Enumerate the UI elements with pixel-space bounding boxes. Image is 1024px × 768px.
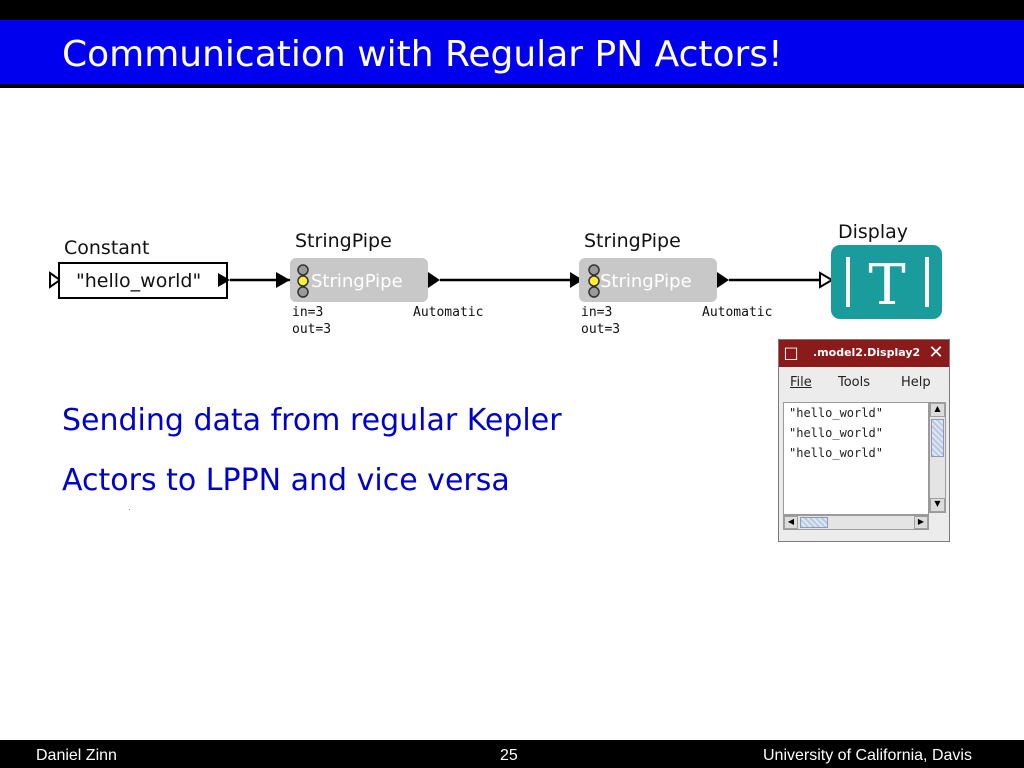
pipe2-in-count: in=3 — [581, 305, 612, 320]
pipe1-inner-label: StringPipe — [311, 271, 403, 292]
output-line: "hello_world" — [789, 406, 883, 420]
pipe2-input-port — [570, 272, 583, 288]
pipe2-label: StringPipe — [584, 230, 681, 252]
constant-label: Constant — [64, 237, 149, 259]
footer-author: Daniel Zinn — [36, 747, 117, 764]
pipe1-led-top — [297, 264, 309, 276]
output-textarea[interactable]: "hello_world" "hello_world" "hello_world… — [783, 402, 929, 515]
window-title: .model2.Display2 — [813, 346, 921, 359]
menu-file[interactable]: File — [790, 375, 812, 390]
pipe2-channel: Automatic — [702, 305, 772, 320]
window-menubar: File Tools Help — [779, 368, 949, 396]
constant-output-port — [218, 273, 230, 287]
footer-affiliation: University of California, Davis — [763, 747, 972, 764]
display-right-bar — [925, 257, 929, 307]
pipe2-led-bottom — [588, 286, 600, 298]
horizontal-scroll-thumb[interactable] — [800, 517, 828, 528]
pipe1-channel: Automatic — [413, 305, 483, 320]
page-number: 25 — [500, 747, 518, 764]
scroll-down-icon[interactable]: ▼ — [930, 498, 945, 512]
title-bar — [0, 0, 1024, 88]
body-line-2: Actors to LPPN and vice versa — [62, 463, 510, 498]
constant-input-port — [49, 271, 62, 289]
pipe2-led-mid — [588, 275, 600, 287]
pipe1-in-count: in=3 — [292, 305, 323, 320]
output-line: "hello_world" — [789, 446, 883, 460]
body-line-1: Sending data from regular Kepler — [62, 403, 562, 438]
horizontal-scrollbar[interactable]: ◀ ▶ — [783, 515, 929, 530]
vertical-scrollbar[interactable]: ▲ ▼ — [929, 402, 946, 513]
stray-dot — [129, 509, 130, 510]
vertical-scroll-thumb[interactable] — [931, 419, 944, 457]
scroll-up-icon[interactable]: ▲ — [930, 403, 945, 417]
pipe2-box[interactable] — [579, 258, 717, 302]
window-titlebar[interactable]: □ .model2.Display2 ✕ — [779, 340, 949, 367]
slide-title: Communication with Regular PN Actors! — [62, 34, 783, 75]
pipe1-input-port — [276, 272, 290, 288]
display-label: Display — [838, 221, 908, 243]
pipe1-output-port — [428, 272, 440, 288]
window-menu-icon[interactable]: □ — [783, 343, 799, 362]
footer-bar — [0, 740, 1024, 768]
pipe2-inner-label: StringPipe — [600, 271, 692, 292]
menu-help[interactable]: Help — [901, 375, 931, 390]
display-icon[interactable] — [831, 245, 942, 319]
display-window[interactable]: □ .model2.Display2 ✕ File Tools Help "he… — [778, 339, 950, 542]
scroll-left-icon[interactable]: ◀ — [784, 516, 798, 529]
pipe2-led-top — [588, 264, 600, 276]
display-input-port — [819, 271, 834, 289]
output-line: "hello_world" — [789, 426, 883, 440]
scroll-right-icon[interactable]: ▶ — [914, 516, 928, 529]
pipe1-led-mid — [297, 275, 309, 287]
close-icon[interactable]: ✕ — [928, 342, 944, 363]
pipe1-label: StringPipe — [295, 230, 392, 252]
pipe1-box[interactable] — [290, 258, 428, 302]
constant-value: "hello_world" — [76, 270, 201, 292]
pipe2-out-count: out=3 — [581, 322, 620, 337]
menu-tools[interactable]: Tools — [838, 375, 871, 390]
constant-box[interactable] — [58, 262, 228, 299]
display-left-bar — [846, 257, 850, 307]
pipe1-led-bottom — [297, 286, 309, 298]
pipe1-out-count: out=3 — [292, 322, 331, 337]
display-glyph: T — [868, 253, 905, 318]
pipe2-output-port — [717, 272, 729, 288]
